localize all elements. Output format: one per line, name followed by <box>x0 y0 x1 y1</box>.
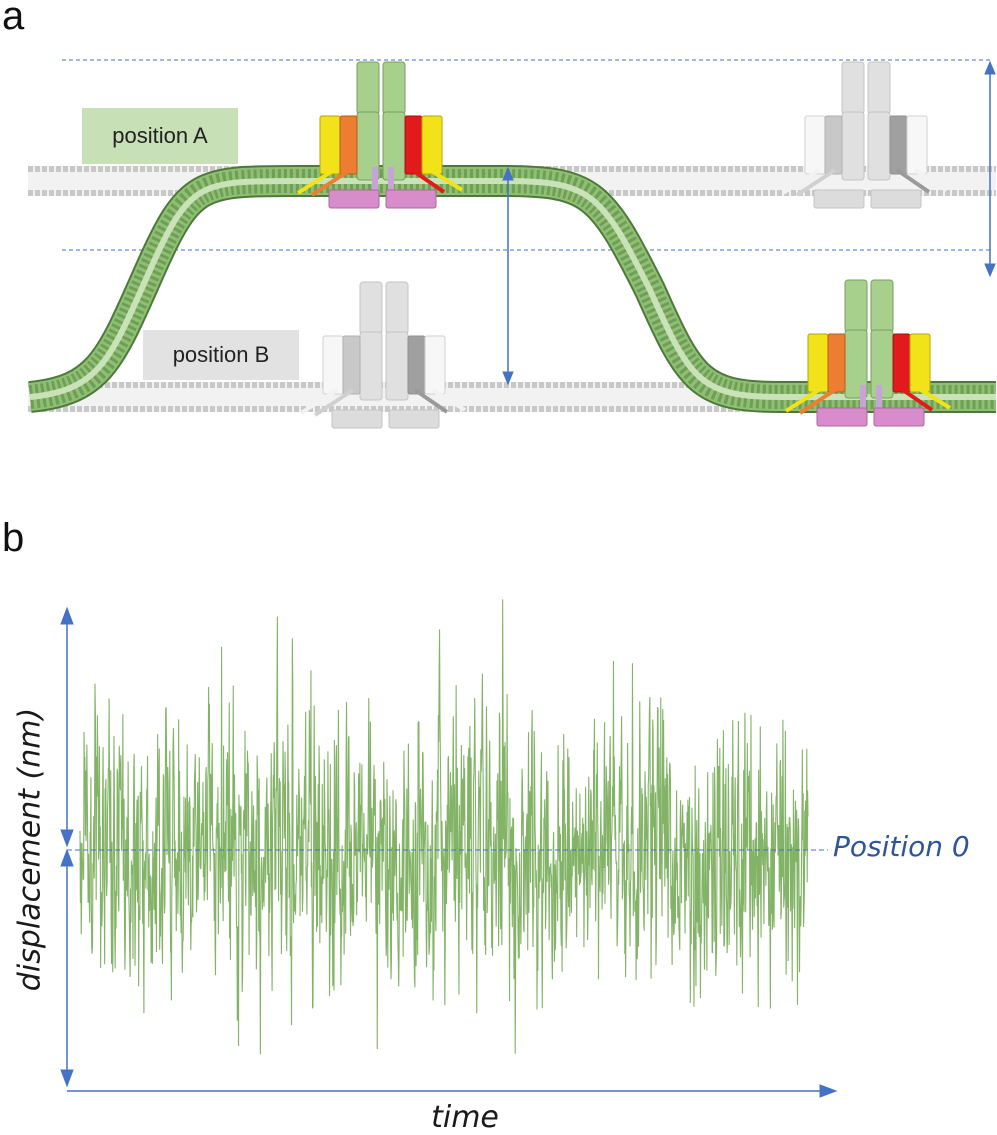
displacement-arrow-center <box>502 166 514 386</box>
channel-grey-top <box>781 61 949 209</box>
channel-colored-bottom <box>784 279 952 427</box>
x-axis-label: time <box>431 1100 499 1135</box>
membrane-diagram <box>28 59 996 429</box>
position-zero-label: Position 0 <box>833 830 970 863</box>
channel-grey-bottom <box>299 281 467 429</box>
y-axis-label: displacement (nm) <box>12 707 48 992</box>
position-a-label: position A <box>82 108 238 164</box>
channel-colored-top <box>296 61 464 209</box>
panel-label-a: a <box>2 0 25 38</box>
x-axis-arrow <box>67 1084 838 1098</box>
position-b-label: position B <box>143 330 299 380</box>
panel-label-b: b <box>2 516 25 560</box>
y-axis-arrow <box>60 606 74 1088</box>
green-membrane <box>28 164 996 413</box>
displacement-arrow-right <box>984 60 996 278</box>
displacement-trace <box>79 599 809 1055</box>
